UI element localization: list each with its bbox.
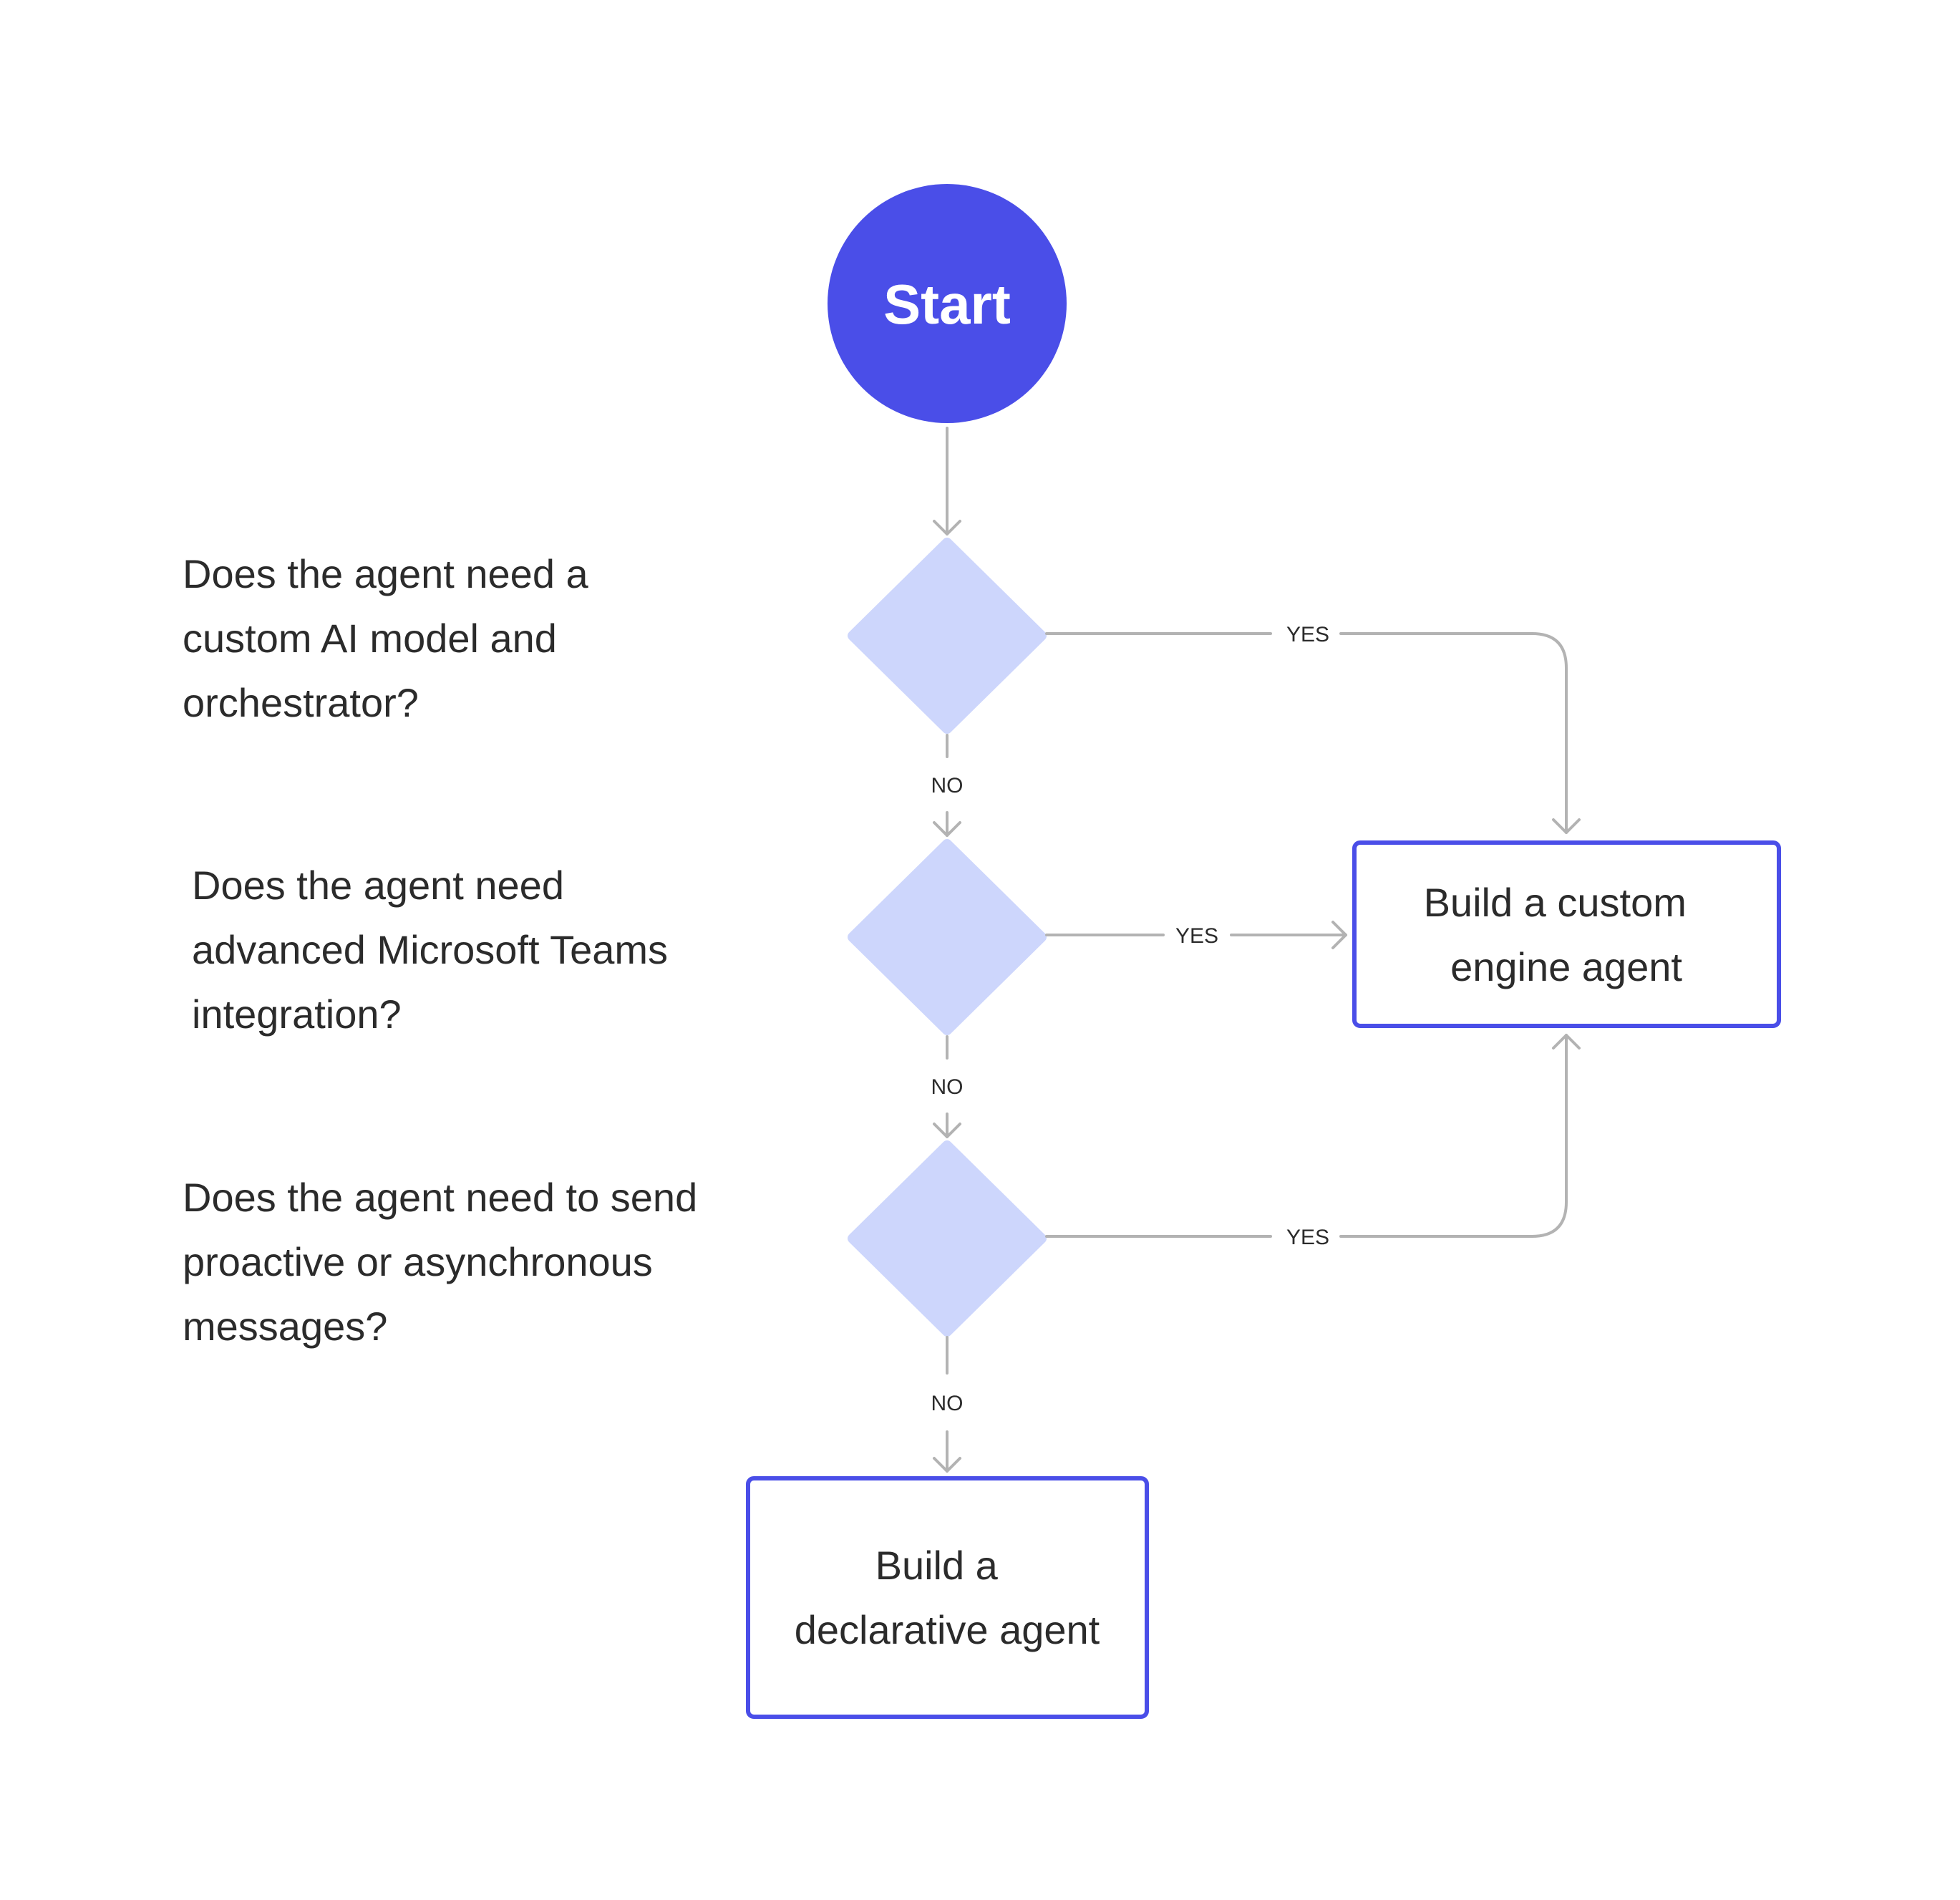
- yes-label-q3: YES: [1286, 1226, 1329, 1249]
- no-label-q1: NO: [931, 774, 964, 798]
- question-2: Does the agent need advanced Microsoft T…: [192, 863, 679, 1037]
- question-3-line-1: Does the agent need to send: [183, 1175, 697, 1220]
- no-label-q2: NO: [931, 1075, 964, 1099]
- start-label: Start: [883, 273, 1011, 336]
- arrowhead-custom-left: [1331, 921, 1347, 949]
- decision-diamond-1: [848, 538, 1047, 734]
- arrowhead-q2: [933, 821, 961, 837]
- custom-engine-agent-box: [1352, 840, 1781, 1028]
- custom-engine-line-1: Build a custom: [1424, 880, 1687, 925]
- decision-diamond-2: [848, 839, 1047, 1035]
- yes-label-q1: YES: [1286, 623, 1329, 646]
- no-label-q3: NO: [931, 1392, 964, 1415]
- custom-engine-agent-label: Build a custom engine agent: [1424, 880, 1698, 989]
- question-2-line-3: integration?: [192, 992, 402, 1037]
- start-node: [828, 184, 1067, 423]
- arrowhead-declarative: [933, 1457, 961, 1473]
- question-2-line-2: advanced Microsoft Teams: [192, 927, 668, 972]
- question-1: Does the agent need a custom AI model an…: [183, 551, 599, 725]
- arrowhead-custom-top: [1552, 818, 1581, 834]
- question-3-line-2: proactive or asynchronous: [183, 1239, 653, 1284]
- declarative-agent-box: [746, 1476, 1149, 1719]
- question-3: Does the agent need to send proactive or…: [183, 1175, 709, 1349]
- connector-q1-yes-b: [1339, 632, 1568, 834]
- declarative-agent-label: Build a declarative agent: [795, 1543, 1100, 1652]
- yes-label-q2: YES: [1175, 924, 1218, 948]
- arrowhead-custom-bottom: [1552, 1034, 1581, 1050]
- decision-diamond-3: [848, 1140, 1047, 1337]
- declarative-line-1: Build a: [875, 1543, 999, 1588]
- custom-engine-line-2: engine agent: [1450, 944, 1682, 989]
- arrowhead-q1: [933, 520, 961, 535]
- arrowhead-q3: [933, 1123, 961, 1138]
- question-1-line-2: custom AI model and: [183, 616, 557, 661]
- connector-q3-yes-b: [1339, 1034, 1568, 1238]
- question-1-line-1: Does the agent need a: [183, 551, 589, 596]
- declarative-line-2: declarative agent: [795, 1607, 1100, 1652]
- question-3-line-3: messages?: [183, 1304, 387, 1349]
- question-1-line-3: orchestrator?: [183, 680, 419, 725]
- question-2-line-1: Does the agent need: [192, 863, 564, 908]
